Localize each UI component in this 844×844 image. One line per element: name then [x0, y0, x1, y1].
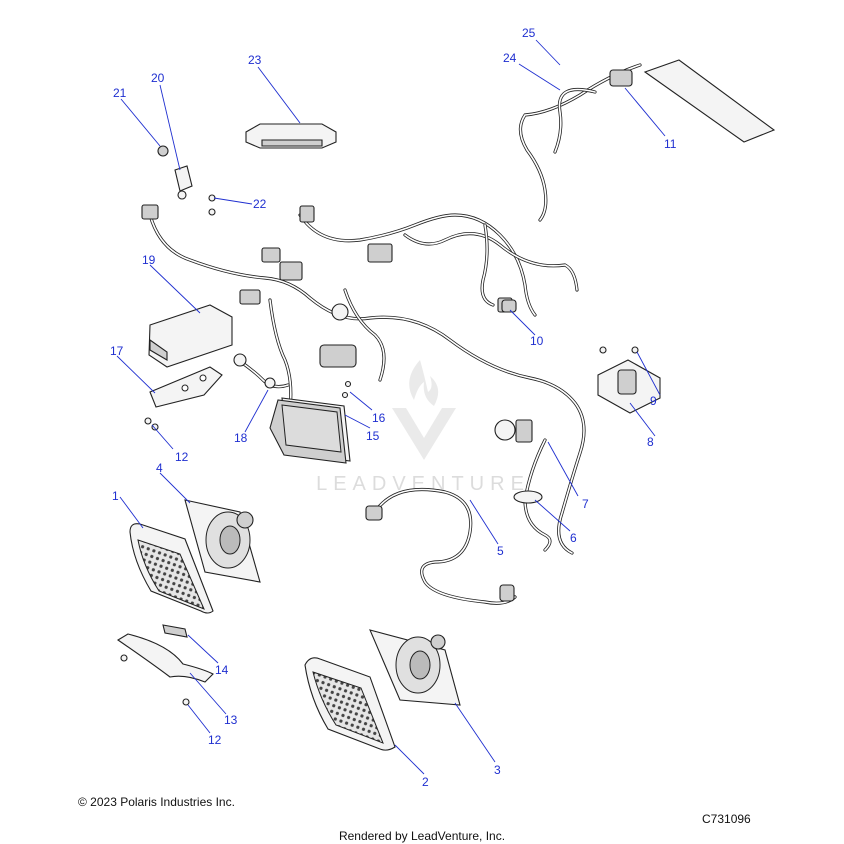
callout-16[interactable]: 16 — [372, 411, 386, 425]
callout-23[interactable]: 23 — [248, 53, 262, 67]
leadventure-watermark: LEADVENTURE — [316, 360, 530, 495]
callout-12b[interactable]: 12 — [208, 733, 222, 747]
callout-6[interactable]: 6 — [570, 531, 577, 545]
clip-20 — [174, 165, 193, 200]
module-23 — [245, 123, 337, 149]
grille-1 — [129, 523, 214, 614]
bracket-13 — [116, 633, 214, 683]
connector-10 — [501, 299, 517, 313]
callout-19[interactable]: 19 — [142, 253, 156, 267]
callout-1[interactable]: 1 — [112, 489, 119, 503]
bracket-17 — [149, 366, 223, 408]
callout-11[interactable]: 11 — [664, 137, 677, 151]
antenna-wire-11 — [518, 59, 776, 222]
callout-17[interactable]: 17 — [110, 344, 124, 358]
callout-18[interactable]: 18 — [234, 431, 248, 445]
callout-24[interactable]: 24 — [503, 51, 517, 65]
wire-harness-18 — [233, 353, 290, 389]
callout-20[interactable]: 20 — [151, 71, 165, 85]
callout-2[interactable]: 2 — [422, 775, 429, 789]
callout-9[interactable]: 9 — [650, 394, 657, 408]
rendered-by-text: Rendered by LeadVenture, Inc. — [338, 829, 506, 843]
callout-22[interactable]: 22 — [253, 197, 267, 211]
callout-8[interactable]: 8 — [647, 435, 654, 449]
callout-15[interactable]: 15 — [366, 429, 380, 443]
callout-labels: 1 2 3 4 5 6 7 8 9 10 11 12 12 13 14 15 1… — [110, 26, 677, 789]
display-15 — [269, 397, 351, 464]
screw-22 — [208, 194, 216, 216]
relay-8 — [597, 359, 661, 414]
callout-12a[interactable]: 12 — [175, 450, 189, 464]
wire-harness-5 — [365, 487, 517, 605]
callout-4[interactable]: 4 — [156, 461, 163, 475]
leader-lines — [116, 39, 666, 775]
callout-3[interactable]: 3 — [494, 763, 501, 777]
callout-25[interactable]: 25 — [522, 26, 536, 40]
callout-7[interactable]: 7 — [582, 497, 589, 511]
grille-2 — [304, 657, 396, 751]
screws-12 — [120, 346, 639, 706]
part-14 — [162, 624, 188, 638]
callout-13[interactable]: 13 — [224, 713, 238, 727]
callout-5[interactable]: 5 — [497, 544, 504, 558]
module-19 — [148, 304, 233, 368]
speaker-4 — [184, 499, 261, 583]
main-wire-harness — [141, 204, 586, 555]
wire-harness-6 — [513, 438, 552, 552]
callout-14[interactable]: 14 — [215, 663, 229, 677]
drawing-number: C731096 — [702, 812, 751, 826]
copyright-text: © 2023 Polaris Industries Inc. — [78, 795, 235, 809]
callout-21[interactable]: 21 — [113, 86, 127, 100]
nut-21 — [157, 145, 169, 157]
watermark-text: LEADVENTURE — [316, 473, 530, 495]
speaker-3 — [369, 629, 461, 706]
callout-10[interactable]: 10 — [530, 334, 544, 348]
fasteners-16 — [341, 380, 352, 399]
